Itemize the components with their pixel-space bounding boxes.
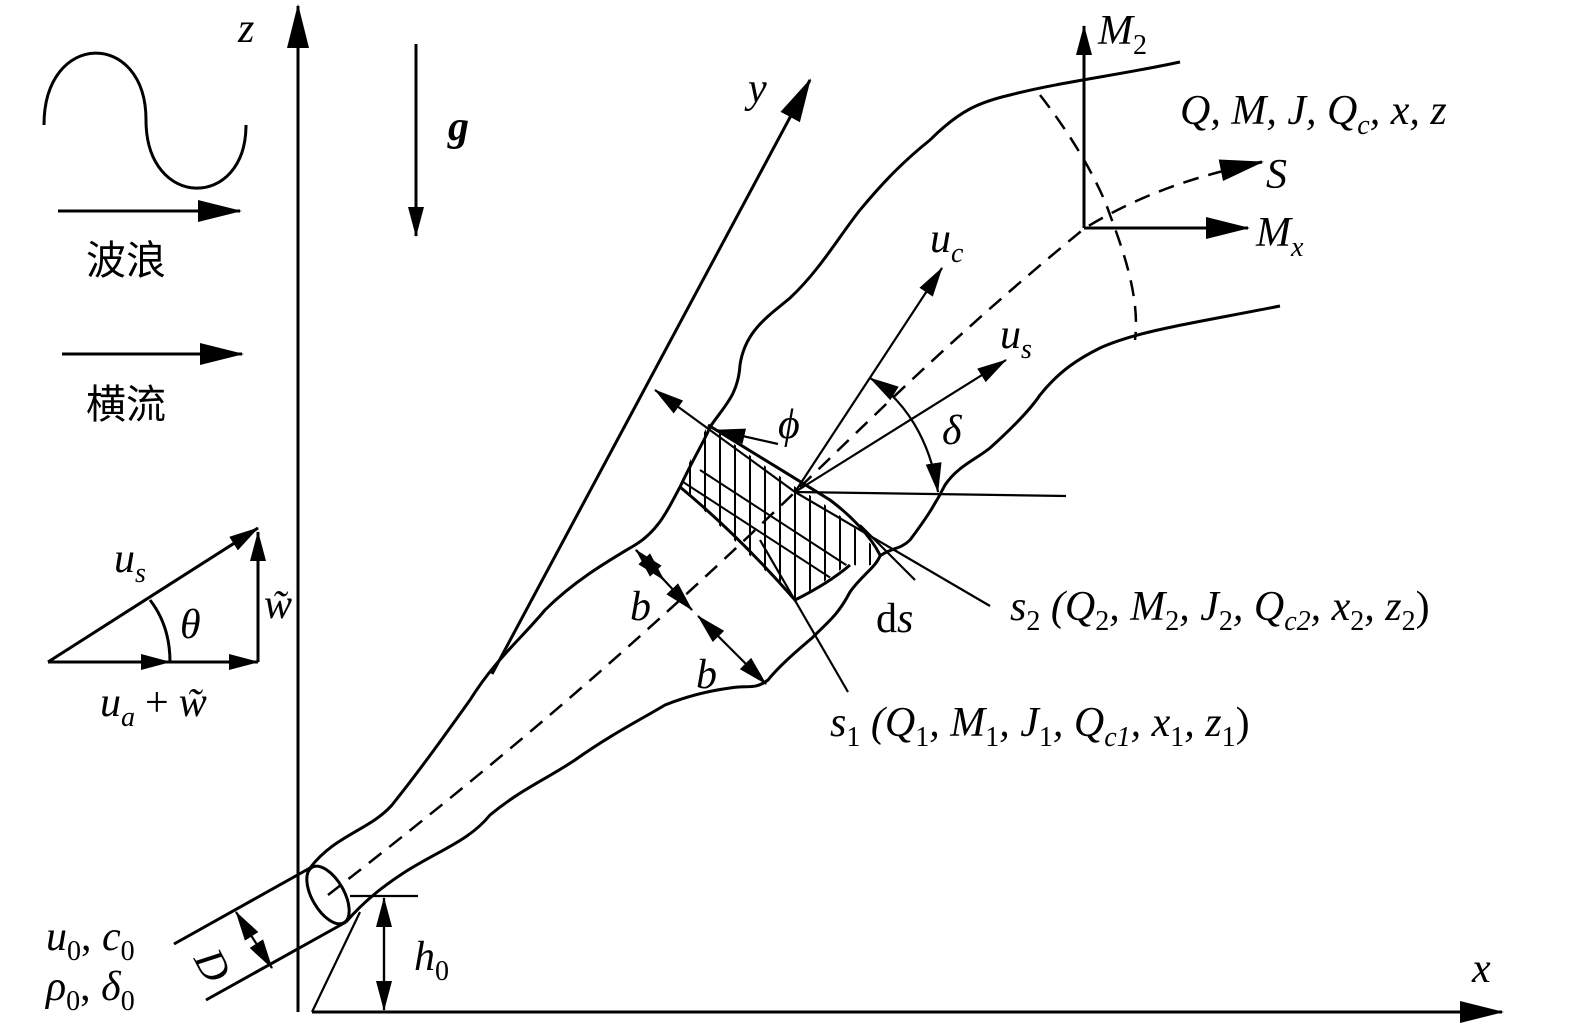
uc-label: uc (930, 216, 964, 269)
theta-label: θ (180, 602, 201, 648)
wave-symbol (42, 51, 248, 190)
x-axis-label: x (1471, 946, 1491, 992)
wave-label: 波浪 (86, 238, 166, 284)
phi-label: ϕ (778, 402, 800, 448)
ua-plus-w-label: ua+w̃ (100, 680, 207, 733)
cross-section-curve (1039, 94, 1138, 341)
ds-tick (859, 524, 916, 581)
us-element-vector (794, 359, 1007, 493)
s-label: S (1266, 152, 1287, 198)
us-element-label: us (1000, 312, 1032, 365)
diameter-label: D (184, 941, 239, 990)
us-vector (47, 526, 259, 664)
pipe-support-line (311, 911, 361, 1013)
delta-label: δ (942, 408, 963, 454)
z-axis-label: z (237, 6, 254, 52)
element-bottom-edge (679, 485, 851, 602)
m2-label: M2 (1097, 8, 1147, 61)
mx-label: Mx (1255, 210, 1304, 263)
s1-leader-line (759, 539, 849, 693)
y-axis (490, 78, 812, 675)
horizontal-reference-line (794, 490, 1067, 498)
pipe-upper-wall (173, 866, 311, 946)
y-axis-label: y (744, 66, 767, 112)
source-u-c-label: u0, c0 (46, 914, 135, 967)
pipe-lower-wall (205, 920, 347, 1002)
us-label: us (114, 536, 146, 589)
b-lower-arrow (697, 615, 767, 685)
diameter-arrow (235, 911, 273, 969)
gravity-label: g (447, 104, 469, 150)
source-rho-delta-label: ρ0, δ0 (44, 964, 135, 1017)
s-direction-arrow (1218, 159, 1264, 182)
s1-label: s1 (Q1, M1, J1, Qc1, x1, z1) (830, 700, 1250, 753)
state-variables-label: Q, M, J, Qc, x, z (1180, 88, 1447, 141)
s2-leader-line (794, 491, 991, 607)
crossflow-label: 横流 (86, 382, 166, 428)
b-lower-label: b (696, 652, 717, 698)
theta-arc (148, 599, 172, 663)
uc-vector (794, 267, 943, 493)
ds-label: ds (876, 596, 913, 642)
h0-label: h0 (414, 934, 449, 987)
s2-label: s2 (Q2, M2, J2, Qc2, x2, z2) (1010, 584, 1430, 637)
plume-lower-boundary (344, 304, 1281, 923)
phi-arrow (715, 428, 779, 446)
b-upper-label: b (630, 584, 651, 630)
b-upper-arrow-2 (635, 549, 693, 611)
w-tilde-label: w̃ (264, 582, 292, 628)
delta-arc (869, 377, 942, 493)
